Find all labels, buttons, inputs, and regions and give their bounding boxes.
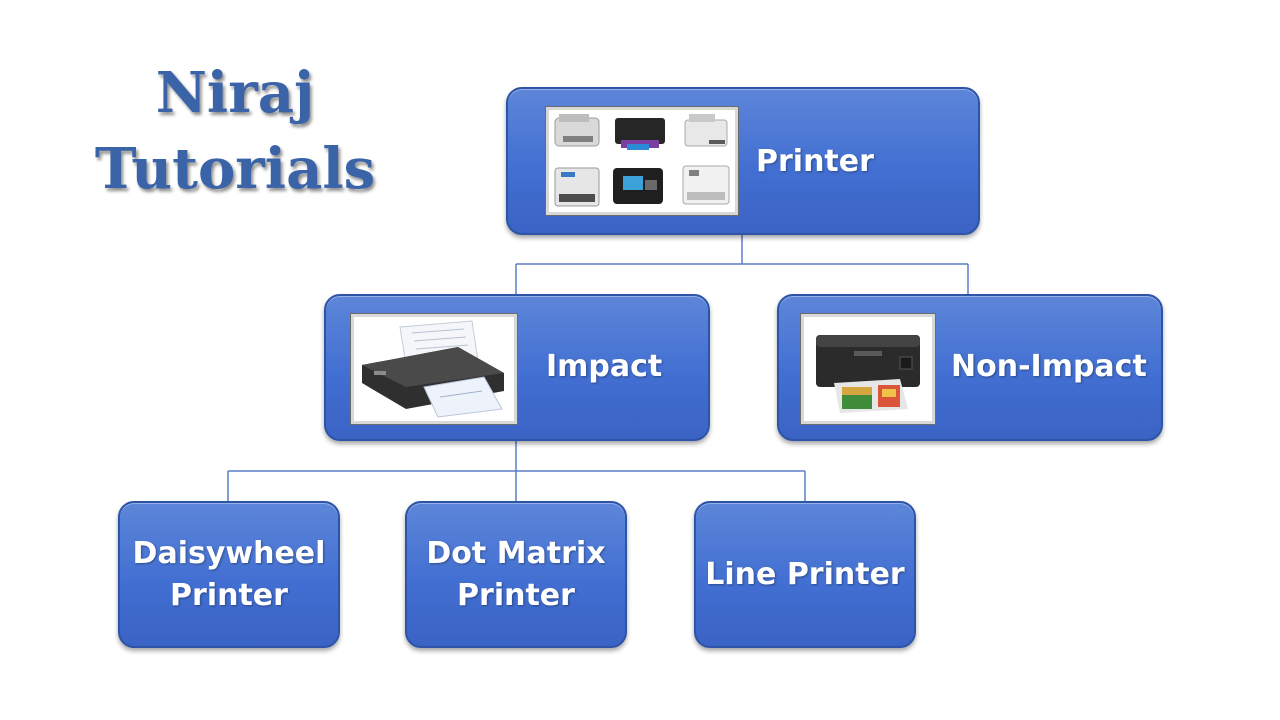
impact-printer-image [351,314,517,424]
node-daisywheel-line-2: Printer [170,577,288,613]
node-dot-matrix-line-1: Dot Matrix [426,535,606,571]
node-printer-label: Printer [756,144,874,179]
node-daisywheel-label: Daisywheel Printer [120,533,338,617]
node-line-printer: Line Printer [694,501,916,648]
node-dot-matrix-printer: Dot Matrix Printer [405,501,627,648]
node-line-printer-line-1: Line Printer [705,556,905,592]
node-impact: Impact [324,294,710,441]
node-impact-label: Impact [546,349,663,384]
node-line-printer-label: Line Printer [696,554,914,596]
node-daisywheel-line-1: Daisywheel [132,535,326,571]
brand-line-2: Tutorials [94,136,376,202]
node-daisywheel-printer: Daisywheel Printer [118,501,340,648]
node-dot-matrix-line-2: Printer [457,577,575,613]
brand-line-1: Niraj [155,60,315,126]
node-printer: Printer [506,87,980,235]
node-non-impact-label: Non-Impact [951,349,1147,384]
node-dot-matrix-label: Dot Matrix Printer [407,533,625,617]
printer-collage-image [546,107,738,215]
brand-title: Niraj Tutorials [70,55,400,207]
node-non-impact: Non-Impact [777,294,1163,441]
inkjet-printer-image [801,314,935,424]
